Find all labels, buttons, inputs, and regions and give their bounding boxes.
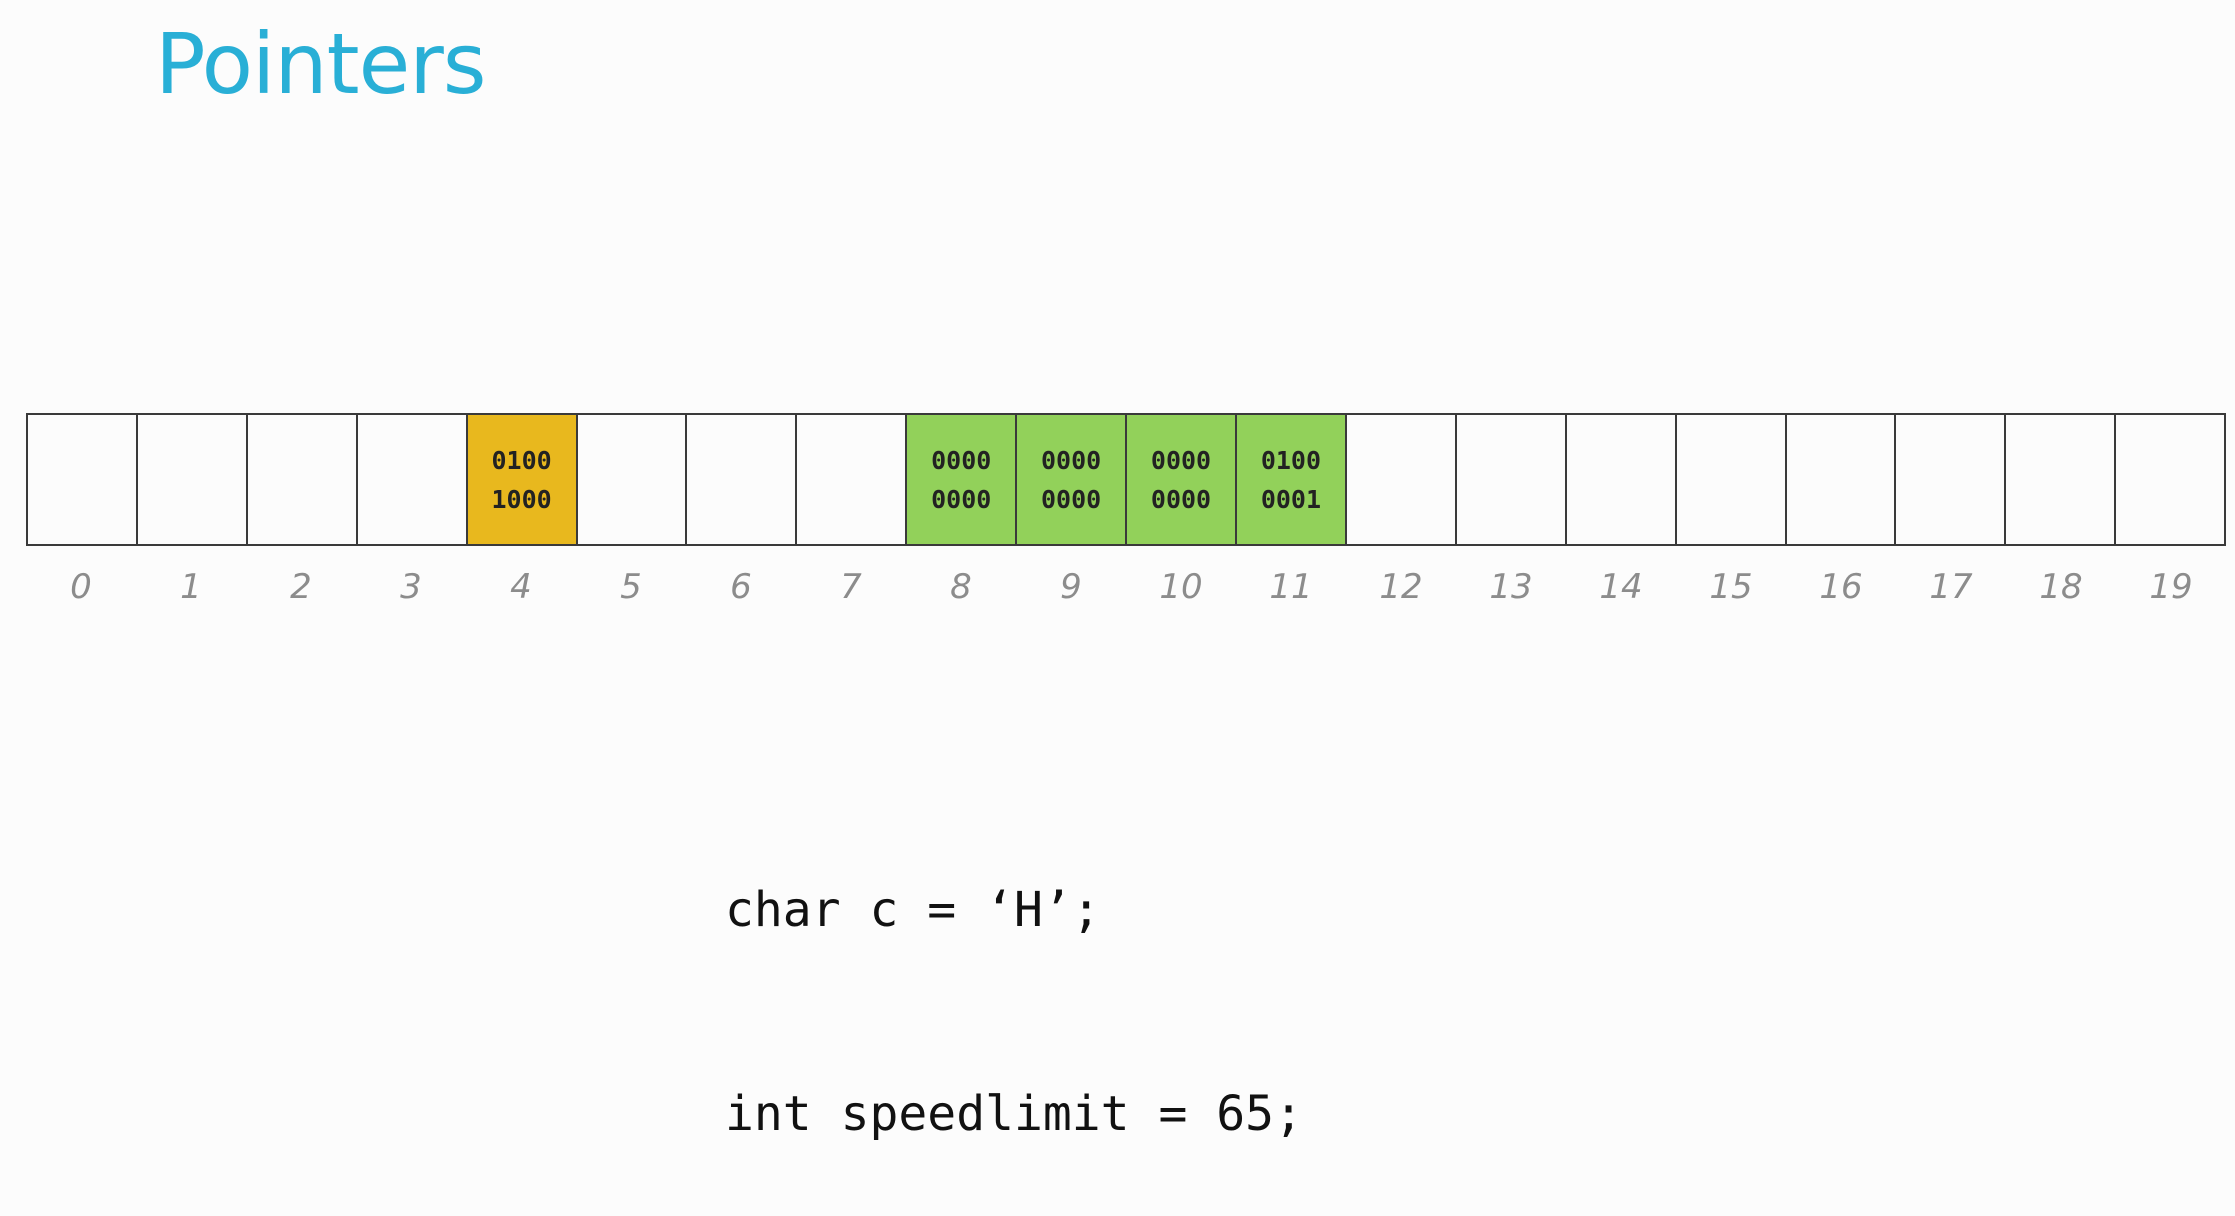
memory-cell-16 (1784, 413, 1897, 546)
address-label-8: 8 (950, 567, 972, 607)
address-label-13: 13 (1489, 567, 1533, 607)
address-label-7: 7 (840, 567, 862, 607)
memory-cell-10: 0000 0000 (1125, 413, 1237, 546)
memory-cells: 0100 1000 0000 0000 0000 0000 0000 0000 0100 0001 (26, 413, 2227, 546)
memory-cell-4: 0100 1000 (465, 413, 578, 546)
address-label-9: 9 (1060, 567, 1082, 607)
memory-cell-6 (685, 413, 798, 546)
memory-cell-14 (1564, 413, 1677, 546)
memory-cell-nibble: 0000 (931, 445, 992, 475)
memory-cell-nibble: 0100 (1260, 445, 1322, 475)
address-label-10: 10 (1159, 567, 1203, 607)
address-label-18: 18 (2039, 567, 2083, 607)
memory-cell-13 (1454, 413, 1567, 546)
memory-cell-nibble: 0000 (931, 484, 992, 514)
address-label-12: 12 (1379, 567, 1423, 607)
memory-cell-nibble: 0000 (1150, 445, 1212, 475)
address-label-5: 5 (620, 567, 642, 607)
memory-cell-1 (135, 413, 248, 546)
memory-cell-18 (2004, 413, 2117, 546)
address-label-19: 19 (2149, 567, 2193, 607)
memory-cell-12 (1344, 413, 1457, 546)
address-label-14: 14 (1599, 567, 1643, 607)
address-label-15: 15 (1709, 567, 1753, 607)
memory-cell-11: 0100 0001 (1234, 413, 1347, 546)
memory-cell-9: 0000 0000 (1015, 413, 1128, 546)
code-snippet: char c = ‘H’; int speedlimit = 65; (725, 740, 1303, 1216)
memory-cell-8: 0000 0000 (905, 413, 1018, 546)
code-line-char: char c = ‘H’; (725, 882, 1101, 938)
address-label-0: 0 (70, 567, 92, 607)
memory-cell-0 (26, 413, 138, 546)
memory-cell-nibble: 0000 (1041, 445, 1102, 475)
memory-cell-15 (1674, 413, 1787, 546)
memory-cell-7 (795, 413, 908, 546)
memory-cell-17 (1894, 413, 2007, 546)
address-label-1: 1 (180, 567, 202, 607)
address-label-4: 4 (510, 567, 532, 607)
address-label-11: 11 (1269, 567, 1313, 607)
memory-cell-3 (355, 413, 468, 546)
memory-cell-nibble: 0000 (1150, 484, 1212, 514)
code-line-int: int speedlimit = 65; (725, 1086, 1303, 1142)
memory-cell-nibble: 0100 (491, 445, 552, 475)
memory-cell-5 (575, 413, 688, 546)
address-label-17: 17 (1929, 567, 1973, 607)
address-label-2: 2 (290, 567, 312, 607)
memory-cell-nibble: 0000 (1041, 484, 1102, 514)
address-label-6: 6 (730, 567, 752, 607)
memory-cell-2 (245, 413, 358, 546)
memory-cell-nibble: 1000 (491, 484, 552, 514)
address-label-16: 16 (1819, 567, 1863, 607)
memory-cell-19 (2114, 413, 2227, 546)
memory-cell-nibble: 0001 (1260, 484, 1322, 514)
slide-title: Pointers (155, 15, 487, 113)
address-label-3: 3 (400, 567, 422, 607)
